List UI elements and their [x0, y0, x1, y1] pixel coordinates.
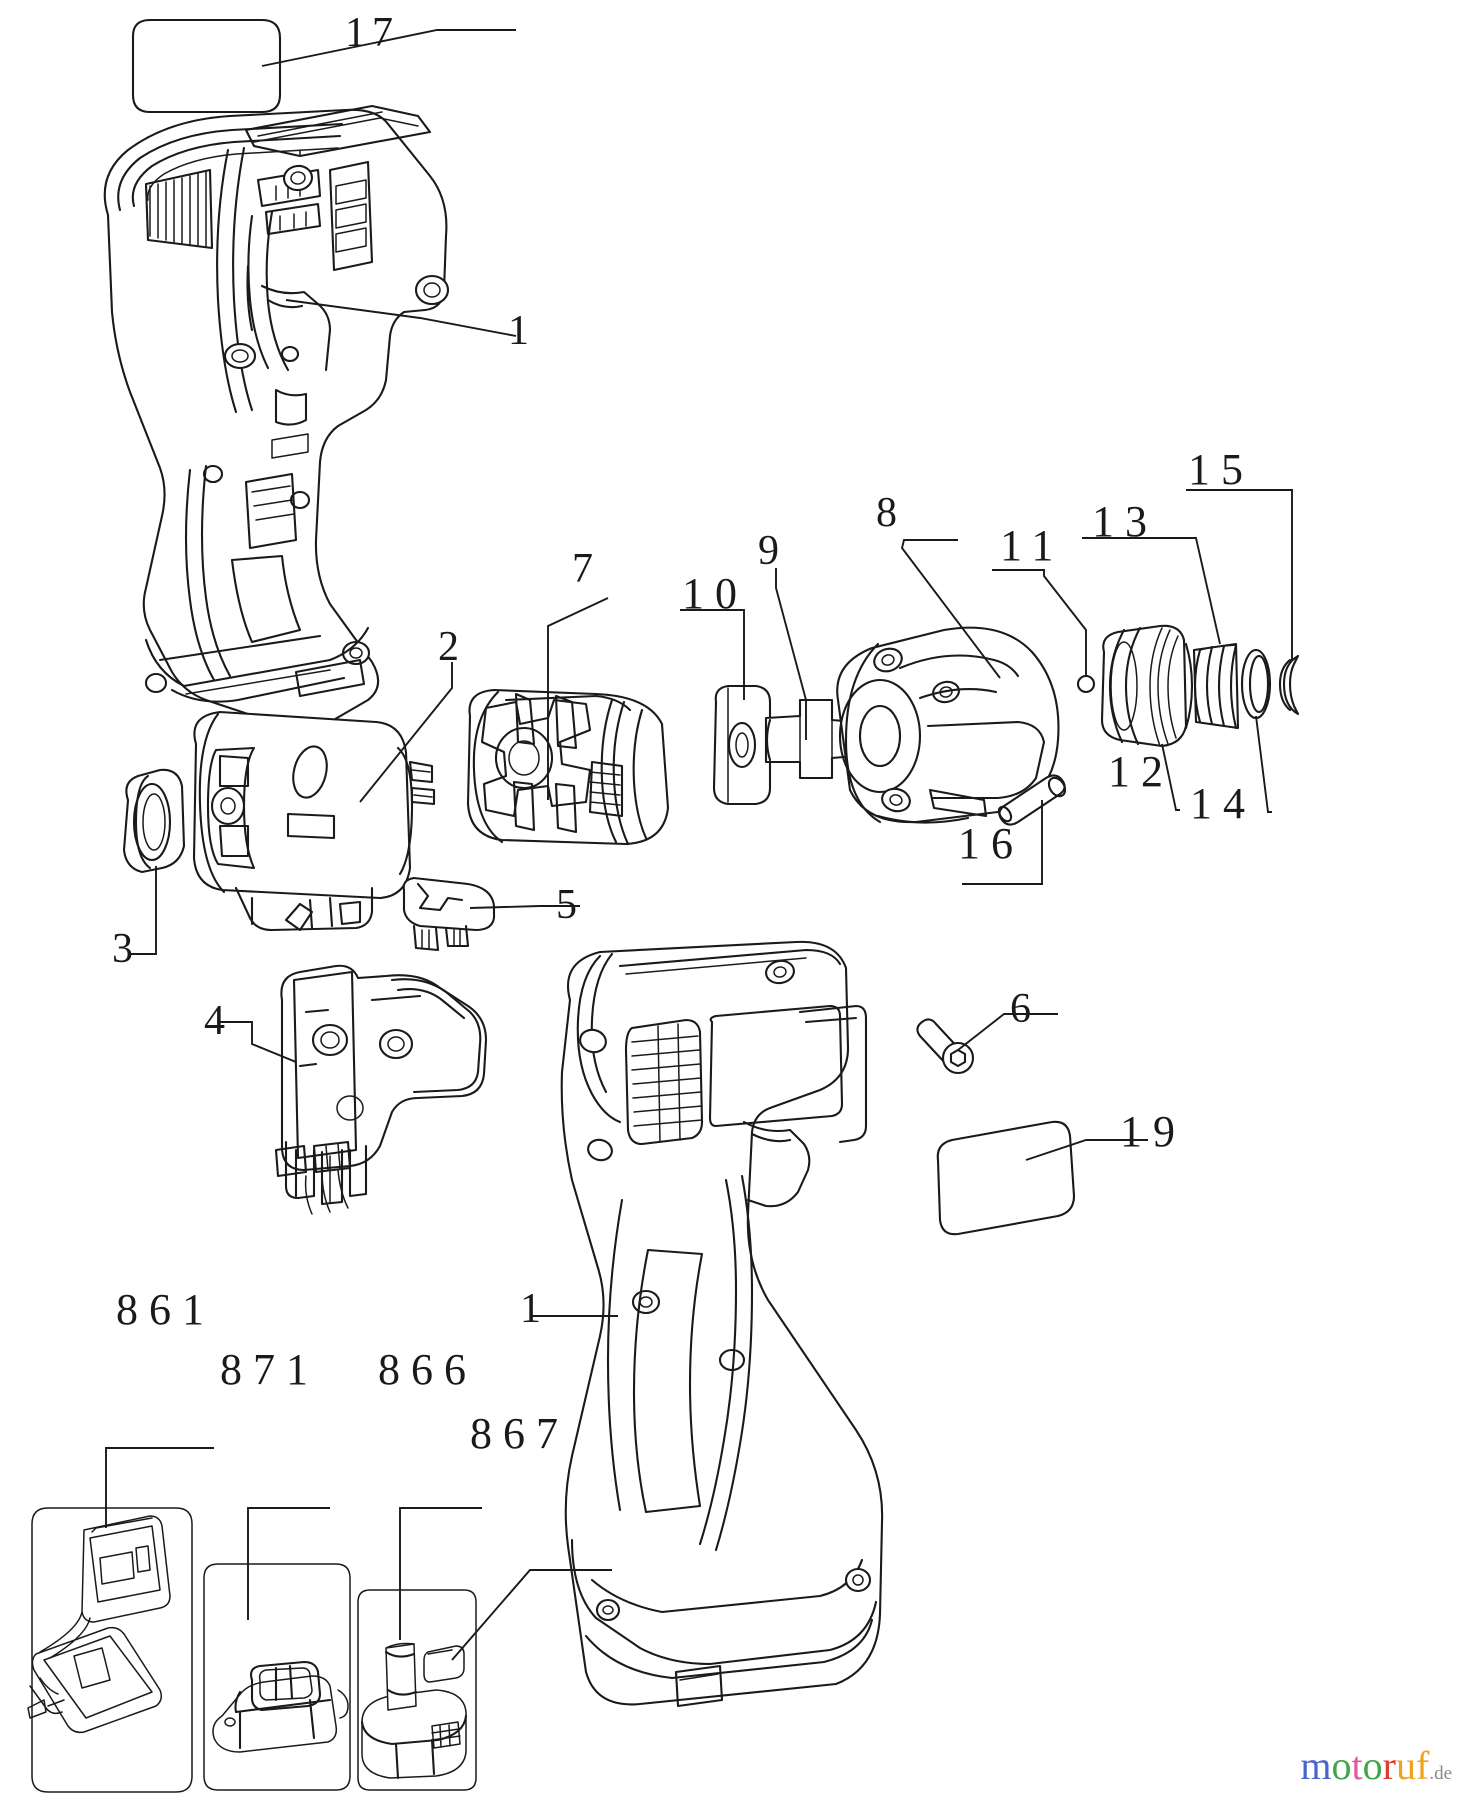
- leader-11: [992, 569, 1087, 676]
- callout-867: 867: [470, 1409, 569, 1458]
- motoruf-watermark: motoruf.de: [1300, 1746, 1452, 1786]
- leader-6: [957, 1013, 1058, 1051]
- leader-16: [962, 800, 1043, 885]
- leader-8: [900, 539, 1001, 679]
- wm-suffix-de: .de: [1429, 1763, 1452, 1784]
- leader-7: [547, 597, 609, 800]
- callout-12: 12: [1108, 747, 1174, 796]
- wm-letter-r: r: [1382, 1743, 1396, 1788]
- part-11-steel-ball: [1076, 674, 1096, 694]
- callout-1-upper: 1: [508, 308, 535, 354]
- callout-7: 7: [572, 546, 599, 592]
- callout-16: 16: [958, 819, 1024, 868]
- callout-10: 10: [682, 569, 748, 618]
- callout-4: 4: [204, 998, 231, 1044]
- part-10-anvil-key: [712, 684, 772, 806]
- wm-letter-f: f: [1415, 1743, 1430, 1788]
- part-2-motor: [192, 710, 436, 932]
- part-4-trigger-switch: [274, 964, 488, 1215]
- callout-866: 866: [378, 1345, 477, 1394]
- leader-1-upper: [285, 299, 517, 337]
- part-14-washer: [1240, 648, 1272, 720]
- leader-3: [128, 866, 157, 955]
- leader-12: [1161, 743, 1180, 811]
- leader-871: [247, 1507, 330, 1620]
- part-17-sticker: [131, 18, 282, 114]
- part-1-tool-body: [560, 940, 884, 1708]
- part-19-nameplate: [936, 1120, 1076, 1236]
- part-7-gearbox: [466, 688, 670, 846]
- part-12-chuck-sleeve: [1100, 624, 1194, 748]
- leader-19: [1025, 1139, 1148, 1161]
- part-3-motor-endcap: [122, 768, 186, 874]
- leader-17: [261, 29, 516, 67]
- part-5-fwd-rev-slider: [402, 876, 496, 952]
- wm-letter-t: t: [1351, 1743, 1363, 1788]
- part-15-c-clip: [1278, 654, 1300, 716]
- wm-letter-o2: o: [1362, 1743, 1383, 1788]
- leader-13: [1082, 537, 1221, 645]
- part-866-battery-pack: [357, 1589, 477, 1791]
- leader-14: [1255, 715, 1272, 813]
- part-1-housing-shell: [103, 104, 450, 732]
- leader-4: [218, 1021, 297, 1063]
- callout-2: 2: [438, 624, 465, 670]
- callout-6: 6: [1010, 986, 1037, 1032]
- part-861-carry-case: [27, 1507, 193, 1793]
- part-871-charger: [203, 1563, 351, 1791]
- callout-1-lower: 1: [520, 1286, 547, 1332]
- leader-866: [399, 1507, 482, 1640]
- leader-2: [359, 662, 453, 803]
- wm-letter-u: u: [1395, 1743, 1416, 1788]
- wm-letter-o1: o: [1331, 1743, 1352, 1788]
- callout-13: 13: [1092, 497, 1158, 546]
- callout-11: 11: [1000, 521, 1065, 570]
- leader-15: [1186, 489, 1293, 660]
- callout-17: 17: [345, 10, 399, 56]
- leader-5: [469, 905, 580, 909]
- leader-10: [680, 609, 745, 700]
- callout-5: 5: [556, 882, 583, 928]
- leader-867: [451, 1569, 612, 1661]
- callout-861: 861: [116, 1285, 215, 1334]
- callout-9: 9: [758, 528, 785, 574]
- part-6-screw: [916, 1018, 975, 1075]
- callout-871: 871: [220, 1345, 319, 1394]
- callout-15: 15: [1188, 445, 1254, 494]
- leader-9: [775, 568, 807, 740]
- part-13-spring: [1192, 642, 1240, 730]
- callout-14: 14: [1190, 779, 1256, 828]
- leader-861: [105, 1447, 214, 1528]
- part-8-gear-case: [836, 626, 1060, 824]
- callout-19: 19: [1120, 1107, 1186, 1156]
- wm-letter-m: m: [1300, 1743, 1332, 1788]
- callout-8: 8: [876, 490, 903, 536]
- part-16-roll-pin: [997, 774, 1067, 826]
- callout-3: 3: [112, 926, 139, 972]
